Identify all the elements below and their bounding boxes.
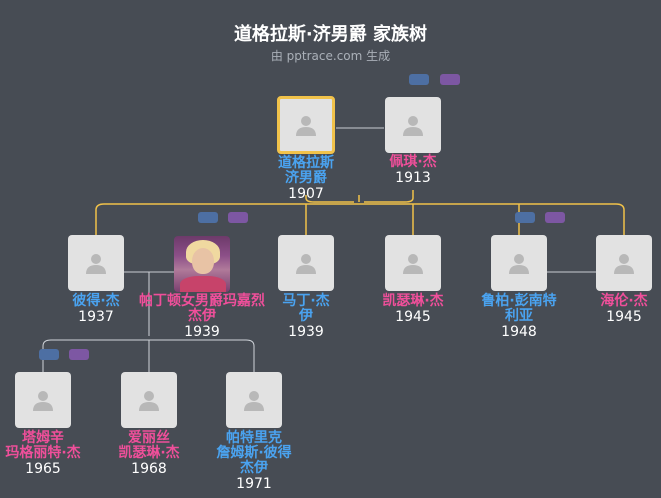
person-name: 道格拉斯济男爵 xyxy=(278,155,334,186)
person-helen[interactable]: 海伦·杰 1945 xyxy=(569,235,661,325)
birth-year: 1907 xyxy=(288,186,324,202)
avatar-placeholder[interactable] xyxy=(491,235,547,291)
person-patrick[interactable]: 帕特里克詹姆斯·彼得杰伊 1971 xyxy=(199,372,309,492)
person-name: 彼得·杰 xyxy=(72,293,120,309)
avatar-placeholder[interactable] xyxy=(68,235,124,291)
person-tamsin[interactable]: 塔姆辛玛格丽特·杰 1965 xyxy=(0,372,98,477)
birth-year: 1945 xyxy=(606,309,642,325)
person-photo[interactable] xyxy=(174,236,230,292)
female-tag-badge[interactable] xyxy=(69,349,89,360)
person-silhouette-icon xyxy=(86,254,106,274)
person-martin[interactable]: 马丁·杰伊 1939 xyxy=(251,235,361,340)
photo-face xyxy=(192,248,214,274)
birth-year: 1945 xyxy=(395,309,431,325)
person-silhouette-icon xyxy=(403,254,423,274)
page-subtitle: 由 pptrace.com 生成 xyxy=(270,49,391,63)
male-tag-badge[interactable] xyxy=(39,349,59,360)
person-name: 鲁柏·彭南特利亚 xyxy=(481,293,557,324)
person-silhouette-icon xyxy=(244,391,264,411)
birth-year: 1939 xyxy=(288,324,324,340)
person-silhouette-icon xyxy=(296,254,316,274)
birth-year: 1913 xyxy=(395,170,431,186)
person-peter[interactable]: 彼得·杰 1937 xyxy=(41,235,151,325)
person-silhouette-icon xyxy=(296,116,316,136)
birth-year: 1971 xyxy=(236,476,272,492)
female-tag-badge[interactable] xyxy=(228,212,248,223)
birth-year: 1948 xyxy=(501,324,537,340)
avatar-placeholder[interactable] xyxy=(15,372,71,428)
person-silhouette-icon xyxy=(33,391,53,411)
person-douglas[interactable]: 道格拉斯济男爵 1907 xyxy=(251,96,361,202)
avatar-placeholder[interactable] xyxy=(226,372,282,428)
avatar-placeholder[interactable] xyxy=(278,235,334,291)
photo-shoulders xyxy=(180,276,226,292)
person-margaret[interactable]: 帕丁顿女男爵玛嘉烈杰伊 1939 xyxy=(132,236,272,340)
person-name: 帕特里克詹姆斯·彼得杰伊 xyxy=(216,430,292,476)
female-tag-badge[interactable] xyxy=(440,74,460,85)
avatar-placeholder[interactable] xyxy=(385,235,441,291)
person-catherine[interactable]: 凯瑟琳·杰 1945 xyxy=(358,235,468,325)
page-title: 道格拉斯·济男爵 家族树 xyxy=(233,24,428,45)
male-tag-badge[interactable] xyxy=(409,74,429,85)
person-name: 爱丽丝凯瑟琳·杰 xyxy=(118,430,180,461)
male-tag-badge[interactable] xyxy=(198,212,218,223)
person-name: 塔姆辛玛格丽特·杰 xyxy=(5,430,81,461)
person-silhouette-icon xyxy=(509,254,529,274)
avatar-placeholder[interactable] xyxy=(596,235,652,291)
person-silhouette-icon xyxy=(614,254,634,274)
person-name: 海伦·杰 xyxy=(600,293,648,309)
birth-year: 1965 xyxy=(25,461,61,477)
descendant-lines xyxy=(42,272,255,372)
birth-year: 1939 xyxy=(184,324,220,340)
person-silhouette-icon xyxy=(403,116,423,136)
person-name: 凯瑟琳·杰 xyxy=(382,293,444,309)
person-lubertley[interactable]: 鲁柏·彭南特利亚 1948 xyxy=(464,235,574,340)
female-tag-badge[interactable] xyxy=(545,212,565,223)
birth-year: 1937 xyxy=(78,309,114,325)
male-tag-badge[interactable] xyxy=(515,212,535,223)
person-name: 帕丁顿女男爵玛嘉烈杰伊 xyxy=(139,293,265,324)
avatar-placeholder[interactable] xyxy=(277,96,335,154)
avatar-placeholder[interactable] xyxy=(121,372,177,428)
person-name: 佩琪·杰 xyxy=(389,154,437,170)
birth-year: 1968 xyxy=(131,461,167,477)
avatar-placeholder[interactable] xyxy=(385,97,441,153)
person-name: 马丁·杰伊 xyxy=(282,293,330,324)
person-peggy[interactable]: 佩琪·杰 1913 xyxy=(358,97,468,186)
person-alice[interactable]: 爱丽丝凯瑟琳·杰 1968 xyxy=(94,372,204,477)
person-silhouette-icon xyxy=(139,391,159,411)
